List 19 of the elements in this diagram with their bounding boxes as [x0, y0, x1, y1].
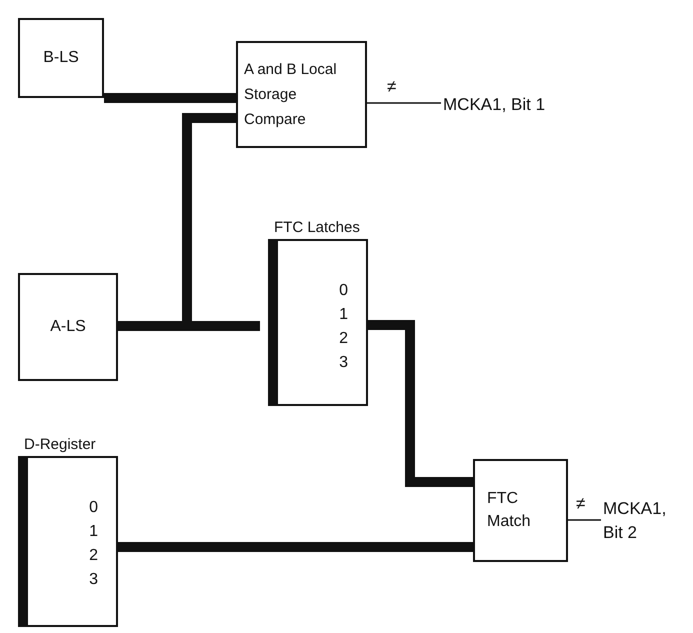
box-label: B-LS — [43, 48, 79, 68]
signal-label: MCKA1, Bit 1 — [443, 93, 593, 115]
signal-label: MCKA1, Bit 2 — [603, 497, 688, 541]
bit-numbers: 0 1 2 3 — [339, 281, 348, 373]
signal-line — [367, 102, 441, 104]
bit-numbers: 0 1 2 3 — [89, 498, 98, 590]
box-label: A and B Local Storage Compare — [244, 60, 338, 130]
register-heading: D-Register — [24, 435, 97, 455]
logic-box — [236, 41, 367, 148]
box-label: A-LS — [50, 316, 86, 337]
logic-box — [473, 459, 568, 562]
logic-box — [18, 18, 104, 98]
register-heading: FTC Latches — [274, 218, 361, 238]
signal-line — [568, 519, 601, 521]
box-label: FTC Match — [487, 489, 532, 532]
bus-line — [368, 320, 473, 487]
bus-line — [118, 542, 473, 552]
logic-box — [18, 273, 118, 381]
bus-line — [104, 93, 236, 103]
